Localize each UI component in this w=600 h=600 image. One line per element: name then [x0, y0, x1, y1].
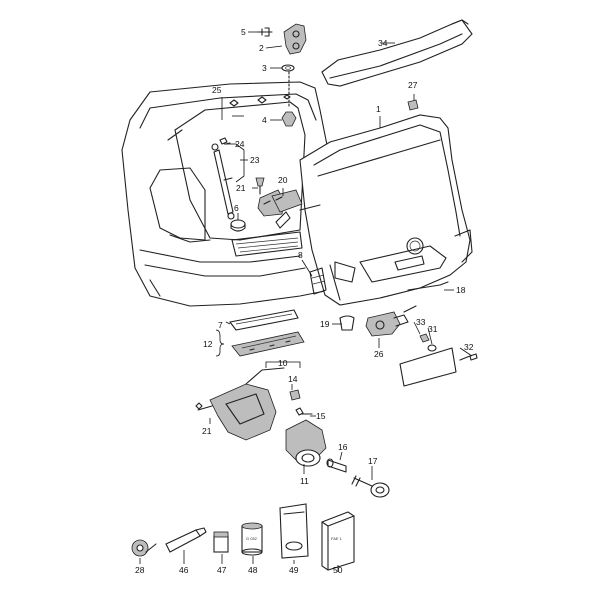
callout-17: 17 [368, 456, 378, 466]
callout-21-lower: 21 [202, 426, 212, 436]
callout-34: 34 [378, 38, 388, 48]
lock-assembly [195, 367, 390, 498]
callout-labels: 5 2 3 4 34 27 1 25 24 23 21 20 6 8 18 19… [135, 27, 474, 575]
callout-48: 48 [248, 565, 258, 575]
callout-8: 8 [298, 250, 303, 260]
callout-15: 15 [316, 411, 326, 421]
gas-strut [211, 143, 235, 220]
callout-7: 7 [218, 320, 223, 330]
callout-26: 26 [374, 349, 384, 359]
consumables: G 052 FAE 1 [131, 503, 355, 571]
callout-46: 46 [179, 565, 189, 575]
callout-1: 1 [376, 104, 381, 114]
callout-31: 31 [428, 324, 438, 334]
callout-32: 32 [464, 342, 474, 352]
callout-18: 18 [456, 285, 466, 295]
svg-text:G 052: G 052 [246, 536, 258, 541]
callout-20: 20 [278, 175, 288, 185]
callout-4: 4 [262, 115, 267, 125]
callout-6: 6 [234, 203, 239, 213]
callout-2: 2 [259, 43, 264, 53]
callout-14: 14 [288, 374, 298, 384]
car-body [121, 81, 335, 307]
callout-25: 25 [212, 85, 222, 95]
callout-3: 3 [262, 63, 267, 73]
small-parts-upper [219, 99, 419, 232]
leader-lines [139, 31, 473, 572]
rear-spoiler [321, 19, 473, 87]
callout-50: 50 [333, 565, 343, 575]
callout-21-upper: 21 [236, 183, 246, 193]
callout-23: 23 [250, 155, 260, 165]
callout-19: 19 [320, 319, 330, 329]
callout-12: 12 [203, 339, 213, 349]
callout-11: 11 [300, 476, 309, 486]
callout-24: 24 [235, 139, 245, 149]
package-text: FAE 1 [331, 536, 343, 541]
callout-5: 5 [241, 27, 246, 37]
callout-28: 28 [135, 565, 145, 575]
callout-47: 47 [217, 565, 227, 575]
callout-49: 49 [289, 565, 299, 575]
tailgate-lock-parts [309, 267, 478, 387]
callout-16: 16 [338, 442, 348, 452]
plate-light [229, 309, 305, 357]
callout-27: 27 [408, 80, 418, 90]
tailgate [299, 114, 473, 306]
callout-33: 33 [416, 317, 426, 327]
callout-10: 10 [278, 358, 288, 368]
